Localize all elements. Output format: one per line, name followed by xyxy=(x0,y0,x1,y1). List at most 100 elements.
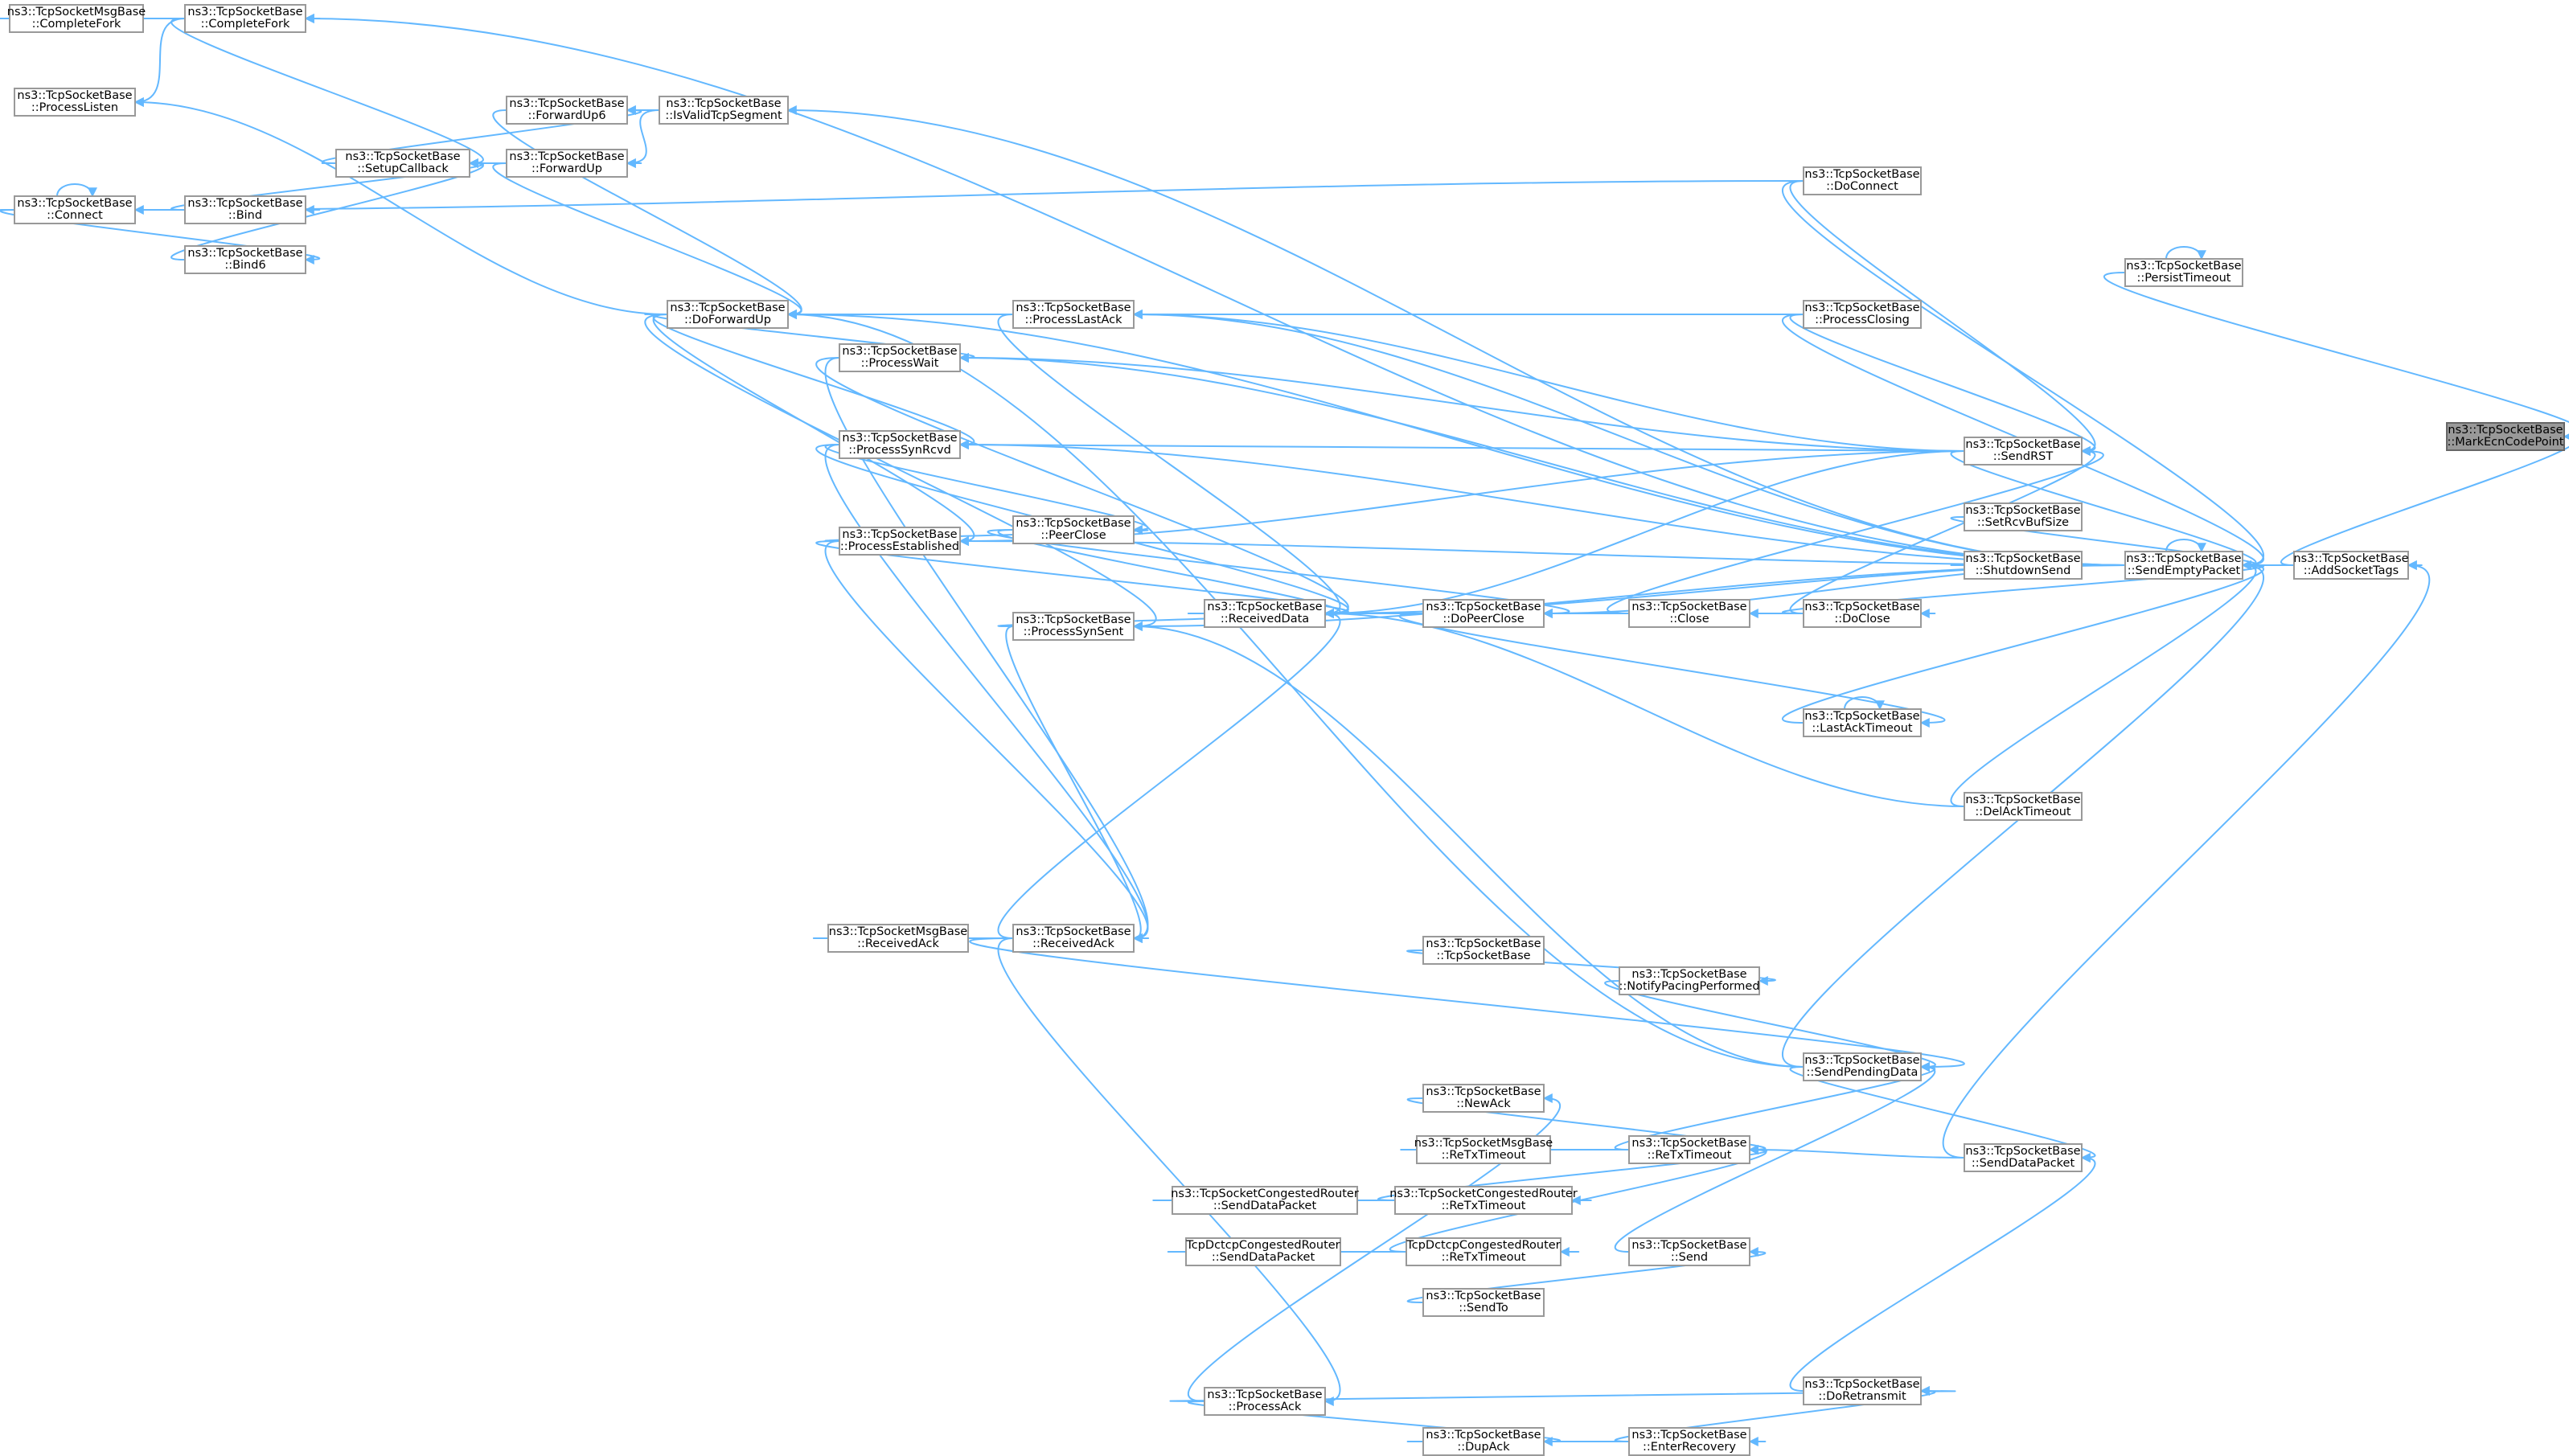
node-ProcessAck[interactable]: ns3::TcpSocketBase::ProcessAck xyxy=(1204,1387,1326,1416)
node-method-label: ::Send xyxy=(1671,1251,1708,1264)
call-edge-DoRetransmit-to-SendDataPacket xyxy=(1789,1153,2096,1392)
call-edge-ProcessEstablished-to-ReceivedAck xyxy=(824,540,1149,943)
node-DoRetransmit[interactable]: ns3::TcpSocketBase::DoRetransmit xyxy=(1803,1376,1922,1405)
node-ProcessEstablished[interactable]: ns3::TcpSocketBase::ProcessEstablished xyxy=(839,527,961,556)
node-box xyxy=(839,527,961,556)
node-PersistTimeout[interactable]: ns3::TcpSocketBase::PersistTimeout xyxy=(2124,258,2243,287)
call-edge-DoForwardUp-to-ProcessSynRcvd xyxy=(652,314,975,449)
node-LastAckTimeout[interactable]: ns3::TcpSocketBase::LastAckTimeout xyxy=(1803,708,1922,737)
call-edge-Bind6-to-SetupCallback xyxy=(170,158,484,260)
node-Bind6[interactable]: ns3::TcpSocketBase::Bind6 xyxy=(184,245,306,274)
node-MsgReceivedAck[interactable]: ns3::TcpSocketMsgBase::ReceivedAck xyxy=(827,924,969,953)
node-Connect[interactable]: ns3::TcpSocketBase::Connect xyxy=(14,195,136,224)
node-MarkEcnCodePoint[interactable]: ns3::TcpSocketBase::MarkEcnCodePoint xyxy=(2446,422,2565,451)
call-edge-CompleteFork-to-SetupCallback xyxy=(170,18,484,168)
node-class-label: ns3::TcpSocketBase xyxy=(509,97,624,110)
node-box xyxy=(2124,551,2243,580)
node-method-label: ::ReceivedData xyxy=(1221,613,1309,625)
node-ForwardUp6[interactable]: ns3::TcpSocketBase::ForwardUp6 xyxy=(506,96,628,125)
call-edge-SetupCallback-to-ForwardUp6 xyxy=(321,105,642,164)
node-method-label: ::DoClose xyxy=(1834,613,1890,625)
call-edge-SendPendingData-to-SendDataPacket xyxy=(1789,1066,2096,1163)
call-edge-LastAckTimeout-to-LastAckTimeout xyxy=(1844,696,1885,711)
call-edge-Connect-to-Bind6 xyxy=(0,209,321,265)
node-IsValidTcpSegment[interactable]: ns3::TcpSocketBase::IsValidTcpSegment xyxy=(659,96,789,125)
node-DoConnect[interactable]: ns3::TcpSocketBase::DoConnect xyxy=(1803,166,1922,195)
node-SendDataPacket[interactable]: ns3::TcpSocketBase::SendDataPacket xyxy=(1964,1143,2083,1172)
node-ProcessLastAck[interactable]: ns3::TcpSocketBase::ProcessLastAck xyxy=(1012,300,1135,329)
node-SetRcvBufSize[interactable]: ns3::TcpSocketBase::SetRcvBufSize xyxy=(1964,502,2083,531)
node-box xyxy=(1628,599,1750,628)
call-edge-TcpSocketBaseCtor-to-NotifyPacingPerformed xyxy=(1406,949,1776,986)
node-NewAck[interactable]: ns3::TcpSocketBase::NewAck xyxy=(1422,1084,1545,1113)
node-Bind[interactable]: ns3::TcpSocketBase::Bind xyxy=(184,195,306,224)
node-ProcessClosing[interactable]: ns3::TcpSocketBase::ProcessClosing xyxy=(1803,300,1922,329)
node-class-label: ns3::TcpSocketBase xyxy=(1016,517,1131,530)
node-NotifyPacingPerformed[interactable]: ns3::TcpSocketBase::NotifyPacingPerforme… xyxy=(1619,966,1760,995)
call-edge-NotifyPacingPerformed-to-SendPendingData xyxy=(1604,980,1936,1072)
node-SetupCallback[interactable]: ns3::TcpSocketBase::SetupCallback xyxy=(335,149,470,178)
node-method-label: ::ProcessEstablished xyxy=(840,540,959,553)
node-PeerClose[interactable]: ns3::TcpSocketBase::PeerClose xyxy=(1012,515,1135,544)
node-ReceivedAck[interactable]: ns3::TcpSocketBase::ReceivedAck xyxy=(1012,924,1135,953)
node-method-label: ::Bind6 xyxy=(224,259,265,272)
node-CongReTxTimeout[interactable]: ns3::TcpSocketCongestedRouter::ReTxTimeo… xyxy=(1389,1186,1578,1215)
node-CongSendDataPacket[interactable]: ns3::TcpSocketCongestedRouter::SendDataP… xyxy=(1171,1186,1359,1215)
node-box xyxy=(2293,551,2409,580)
call-edge-ProcessWait-to-ReceivedData xyxy=(815,357,1349,618)
node-DoClose[interactable]: ns3::TcpSocketBase::DoClose xyxy=(1803,599,1922,628)
node-method-label: ::NotifyPacingPerformed xyxy=(1619,980,1759,993)
node-TcpSocketBaseCtor[interactable]: ns3::TcpSocketBase::TcpSocketBase xyxy=(1422,936,1545,965)
node-box xyxy=(1012,612,1135,641)
node-ForwardUp[interactable]: ns3::TcpSocketBase::ForwardUp xyxy=(506,149,628,178)
call-edge-SendDataPacket-to-ReTxTimeout xyxy=(1748,1145,1965,1159)
call-edge-ProcessSynRcvd-to-PeerClose xyxy=(824,444,1149,535)
node-DupAck[interactable]: ns3::TcpSocketBase::DupAck xyxy=(1422,1427,1545,1456)
node-DctcpSendDataPacket[interactable]: TcpDctcpCongestedRouter::SendDataPacket xyxy=(1185,1237,1341,1266)
call-edge-Send-to-SendPendingData xyxy=(1614,1062,1936,1253)
node-SendTo[interactable]: ns3::TcpSocketBase::SendTo xyxy=(1422,1288,1545,1317)
node-method-label: ::ForwardUp6 xyxy=(527,109,605,122)
node-ShutdownSend[interactable]: ns3::TcpSocketBase::ShutdownSend xyxy=(1964,551,2083,580)
node-CompleteFork[interactable]: ns3::TcpSocketBase::CompleteFork xyxy=(184,4,306,33)
node-box xyxy=(1628,1135,1750,1164)
node-EnterRecovery[interactable]: ns3::TcpSocketBase::EnterRecovery xyxy=(1628,1427,1750,1456)
node-method-label: ::ReTxTimeout xyxy=(1442,1200,1526,1212)
node-box xyxy=(1803,300,1922,329)
node-DctcpReTxTimeout[interactable]: TcpDctcpCongestedRouter::ReTxTimeout xyxy=(1406,1237,1562,1266)
node-method-label: ::NewAck xyxy=(1456,1097,1511,1110)
node-box xyxy=(1422,599,1545,628)
node-SendRST[interactable]: ns3::TcpSocketBase::SendRST xyxy=(1964,437,2083,466)
node-ProcessWait[interactable]: ns3::TcpSocketBase::ProcessWait xyxy=(839,343,961,372)
node-Send[interactable]: ns3::TcpSocketBase::Send xyxy=(1628,1237,1750,1266)
call-edge-DoForwardUp-to-ProcessWait xyxy=(652,314,975,363)
node-ProcessSynSent[interactable]: ns3::TcpSocketBase::ProcessSynSent xyxy=(1012,612,1135,641)
node-ReTxTimeout[interactable]: ns3::TcpSocketBase::ReTxTimeout xyxy=(1628,1135,1750,1164)
node-method-label: ::ReceivedAck xyxy=(857,937,939,950)
node-method-label: ::SetRcvBufSize xyxy=(1977,516,2069,529)
node-box xyxy=(335,149,470,178)
node-box xyxy=(1628,1237,1750,1266)
call-edge-ProcessSynRcvd-to-ReceivedAck xyxy=(824,444,1149,943)
call-edge-CompleteFork-to-ProcessListen xyxy=(133,18,186,107)
node-box xyxy=(1394,1186,1573,1215)
call-edge-DoConnect-to-SendEmptyPacket xyxy=(1782,180,2264,570)
node-ProcessSynRcvd[interactable]: ns3::TcpSocketBase::ProcessSynRcvd xyxy=(839,430,961,459)
node-DelAckTimeout[interactable]: ns3::TcpSocketBase::DelAckTimeout xyxy=(1964,792,2083,821)
call-edge-ReceivedAck-to-ReceivedData xyxy=(997,609,1341,939)
node-DoForwardUp[interactable]: ns3::TcpSocketBase::DoForwardUp xyxy=(667,300,789,329)
node-Close[interactable]: ns3::TcpSocketBase::Close xyxy=(1628,599,1750,628)
node-ReceivedData[interactable]: ns3::TcpSocketBase::ReceivedData xyxy=(1204,599,1326,628)
node-ProcessListen[interactable]: ns3::TcpSocketBase::ProcessListen xyxy=(14,88,136,117)
node-AddSocketTags[interactable]: ns3::TcpSocketBase::AddSocketTags xyxy=(2293,551,2409,580)
node-MsgCompleteFork[interactable]: ns3::TcpSocketMsgBase::CompleteFork xyxy=(7,4,146,33)
node-MsgReTxTimeout[interactable]: ns3::TcpSocketMsgBase::ReTxTimeout xyxy=(1414,1135,1553,1164)
node-box xyxy=(1619,966,1760,995)
node-box xyxy=(1422,1427,1545,1456)
node-DoPeerClose[interactable]: ns3::TcpSocketBase::DoPeerClose xyxy=(1422,599,1545,628)
node-SendEmptyPacket[interactable]: ns3::TcpSocketBase::SendEmptyPacket xyxy=(2124,551,2243,580)
node-box xyxy=(1172,1186,1358,1215)
node-SendPendingData[interactable]: ns3::TcpSocketBase::SendPendingData xyxy=(1803,1052,1922,1081)
node-method-label: ::ReTxTimeout xyxy=(1442,1149,1526,1162)
